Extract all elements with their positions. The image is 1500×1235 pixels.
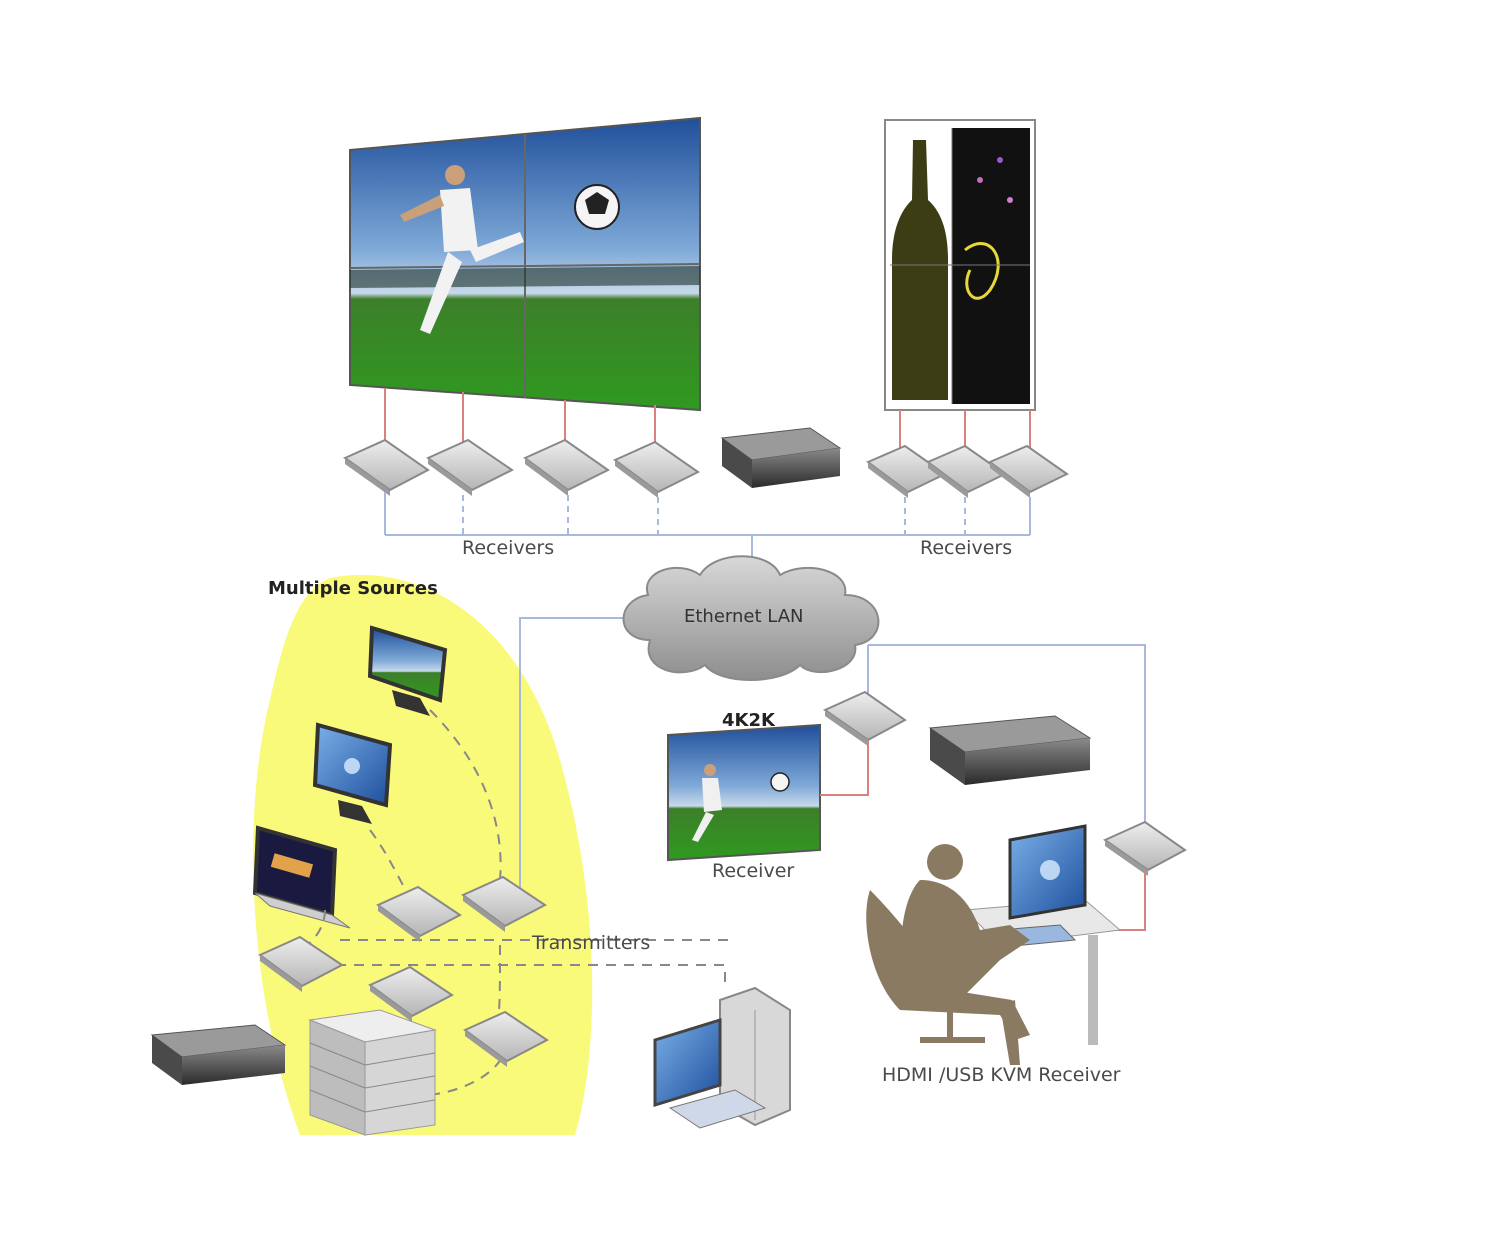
receivers-label-right: Receivers [920, 537, 1013, 559]
ethernet-lan-label: Ethernet LAN [684, 606, 804, 627]
media-player-box [720, 427, 842, 488]
transmitter-box [376, 885, 462, 942]
hdmi-link-4k [820, 730, 869, 796]
desktop-computer-icon [653, 986, 791, 1129]
4k2k-label: 4K2K [722, 710, 775, 731]
4k2k-display [667, 723, 821, 862]
transmitters-label: Transmitters [532, 932, 651, 954]
multiple-sources-highlight [253, 574, 593, 1135]
source-laptop-icon [252, 825, 351, 929]
receiver-box [613, 440, 700, 498]
operator-silhouette-icon [866, 844, 1030, 1065]
transmitter-box [258, 935, 344, 992]
media-player-box [928, 715, 1092, 785]
receivers-label-left: Receivers [462, 537, 555, 559]
receiver-box [342, 438, 430, 496]
ethernet-lan-cloud [622, 555, 880, 681]
receiver-box [523, 438, 610, 496]
receiver-box [822, 690, 907, 746]
server-stack-icon [308, 1009, 437, 1136]
receiver-label: Receiver [712, 860, 795, 882]
multiple-sources-label: Multiple Sources [268, 578, 438, 599]
network-links [384, 492, 1146, 895]
receiver-box [926, 444, 1007, 498]
portrait-video-wall [884, 119, 1036, 411]
transmitter-box [461, 875, 547, 932]
transmitter-box [368, 965, 454, 1022]
video-wall-display [349, 116, 701, 412]
transmitter-box [463, 1010, 549, 1067]
receiver-box [988, 444, 1069, 498]
receiver-box [426, 438, 514, 496]
receiver-box [1102, 820, 1187, 876]
source-player-box [150, 1024, 287, 1085]
source-monitor-icon [367, 625, 448, 716]
source-monitor-icon [312, 722, 393, 824]
kvm-receiver-label: HDMI /USB KVM Receiver [882, 1064, 1121, 1086]
